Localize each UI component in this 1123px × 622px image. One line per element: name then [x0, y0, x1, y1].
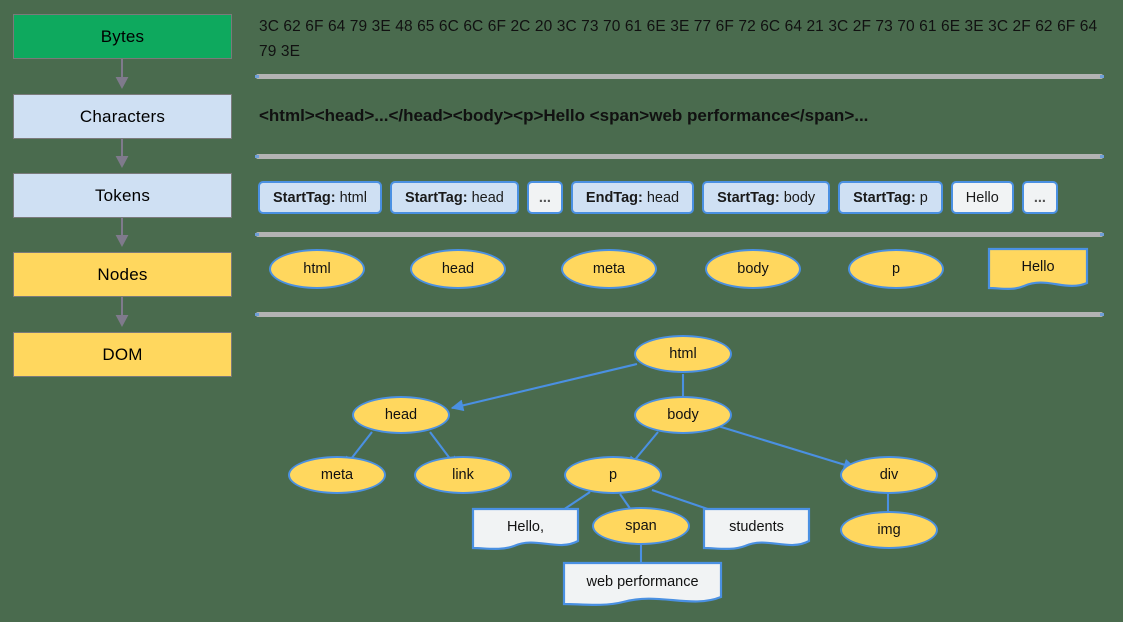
- tree-node-head[interactable]: head: [352, 396, 450, 434]
- pipeline-step-bytes[interactable]: Bytes: [13, 14, 232, 59]
- tree-node-web-performance[interactable]: web performance: [562, 561, 723, 610]
- node-label: p: [891, 261, 901, 277]
- edge-body-div: [717, 424, 857, 471]
- divider-tokens-nodes: [255, 232, 1104, 237]
- characters-markup-text: <html><head>...</head><body><p>Hello <sp…: [259, 106, 869, 125]
- tree-node-label: span: [625, 518, 657, 534]
- tree-node-label: head: [384, 407, 418, 423]
- node-label: head: [441, 261, 475, 277]
- node-shape-head[interactable]: head: [410, 249, 506, 289]
- token-kind: StartTag:: [404, 189, 468, 206]
- tree-node-students[interactable]: students: [702, 507, 811, 552]
- divider-bytes-characters: [255, 74, 1104, 79]
- pipeline-step-label: DOM: [102, 344, 143, 364]
- pipeline-step-dom[interactable]: DOM: [13, 332, 232, 377]
- token-value: body: [783, 189, 816, 206]
- tree-node-label: Hello,: [506, 519, 545, 535]
- token-value: ...: [1033, 189, 1046, 206]
- token-chip[interactable]: StartTag: body: [702, 181, 831, 214]
- token-chip-ellipsis[interactable]: ...: [526, 181, 563, 214]
- tree-node-meta[interactable]: meta: [288, 456, 386, 494]
- tree-node-span[interactable]: span: [592, 507, 690, 545]
- pipeline-step-label: Nodes: [97, 264, 148, 284]
- token-chip[interactable]: StartTag: head: [389, 181, 519, 214]
- tokens-row: StartTag: html StartTag: head ... EndTag…: [258, 181, 1058, 214]
- token-value: head: [471, 189, 504, 206]
- pipeline-step-label: Characters: [79, 106, 166, 126]
- token-kind: StartTag:: [853, 189, 916, 206]
- note-shape-path: [987, 247, 1089, 290]
- token-chip[interactable]: StartTag: html: [258, 181, 382, 214]
- token-chip-text[interactable]: Hello: [950, 181, 1014, 214]
- tree-node-label: div: [879, 467, 899, 483]
- token-value: Hello: [965, 189, 999, 206]
- token-chip[interactable]: StartTag: p: [838, 181, 943, 214]
- token-value: html: [339, 189, 367, 206]
- token-value: p: [919, 189, 928, 206]
- pipeline-step-characters[interactable]: Characters: [13, 94, 232, 139]
- tree-node-label: students: [729, 519, 784, 535]
- divider-nodes-dom: [255, 312, 1104, 317]
- node-shape-p[interactable]: p: [848, 249, 944, 289]
- tree-node-label: web performance: [586, 574, 699, 590]
- token-value: head: [646, 189, 680, 206]
- dom-tree-edges: [343, 362, 894, 578]
- tree-node-link[interactable]: link: [414, 456, 512, 494]
- node-shape-hello[interactable]: Hello: [987, 247, 1089, 291]
- note-shape-path: [562, 561, 723, 606]
- node-label: meta: [592, 261, 626, 277]
- pipeline-step-tokens[interactable]: Tokens: [13, 173, 232, 218]
- pipeline-step-label: Tokens: [94, 185, 151, 205]
- node-shape-meta[interactable]: meta: [561, 249, 657, 289]
- tree-node-img[interactable]: img: [840, 511, 938, 549]
- token-value: ...: [538, 189, 551, 206]
- dom-tree: html head body meta link p div img span: [0, 322, 1123, 622]
- tree-node-label: html: [669, 346, 697, 362]
- pipeline-step-label: Bytes: [100, 26, 145, 46]
- node-label: Hello: [1021, 259, 1055, 275]
- tree-node-label: meta: [320, 467, 354, 483]
- tree-node-hello[interactable]: Hello,: [471, 507, 580, 552]
- tree-node-html[interactable]: html: [634, 335, 732, 373]
- edge-html-head: [450, 362, 638, 412]
- token-kind: StartTag:: [273, 189, 336, 206]
- node-shape-html[interactable]: html: [269, 249, 365, 289]
- nodes-row: html head meta body p Hello: [258, 245, 1105, 293]
- tree-node-label: link: [452, 467, 474, 483]
- token-kind: StartTag:: [717, 189, 780, 206]
- tree-node-label: body: [667, 407, 699, 423]
- tree-node-label: p: [608, 467, 618, 483]
- node-shape-body[interactable]: body: [705, 249, 801, 289]
- token-chip-ellipsis[interactable]: ...: [1021, 181, 1058, 214]
- node-label: body: [737, 261, 769, 277]
- node-label: html: [303, 261, 331, 277]
- token-chip[interactable]: EndTag: head: [570, 181, 695, 214]
- token-kind: EndTag:: [585, 189, 643, 206]
- divider-characters-tokens: [255, 154, 1104, 159]
- tree-node-p[interactable]: p: [564, 456, 662, 494]
- pipeline-step-nodes[interactable]: Nodes: [13, 252, 232, 297]
- tree-node-div[interactable]: div: [840, 456, 938, 494]
- bytes-hex-text: 3C 62 6F 64 79 3E 48 65 6C 6C 6F 2C 20 3…: [259, 18, 1098, 60]
- tree-node-body[interactable]: body: [634, 396, 732, 434]
- tree-node-label: img: [877, 522, 901, 538]
